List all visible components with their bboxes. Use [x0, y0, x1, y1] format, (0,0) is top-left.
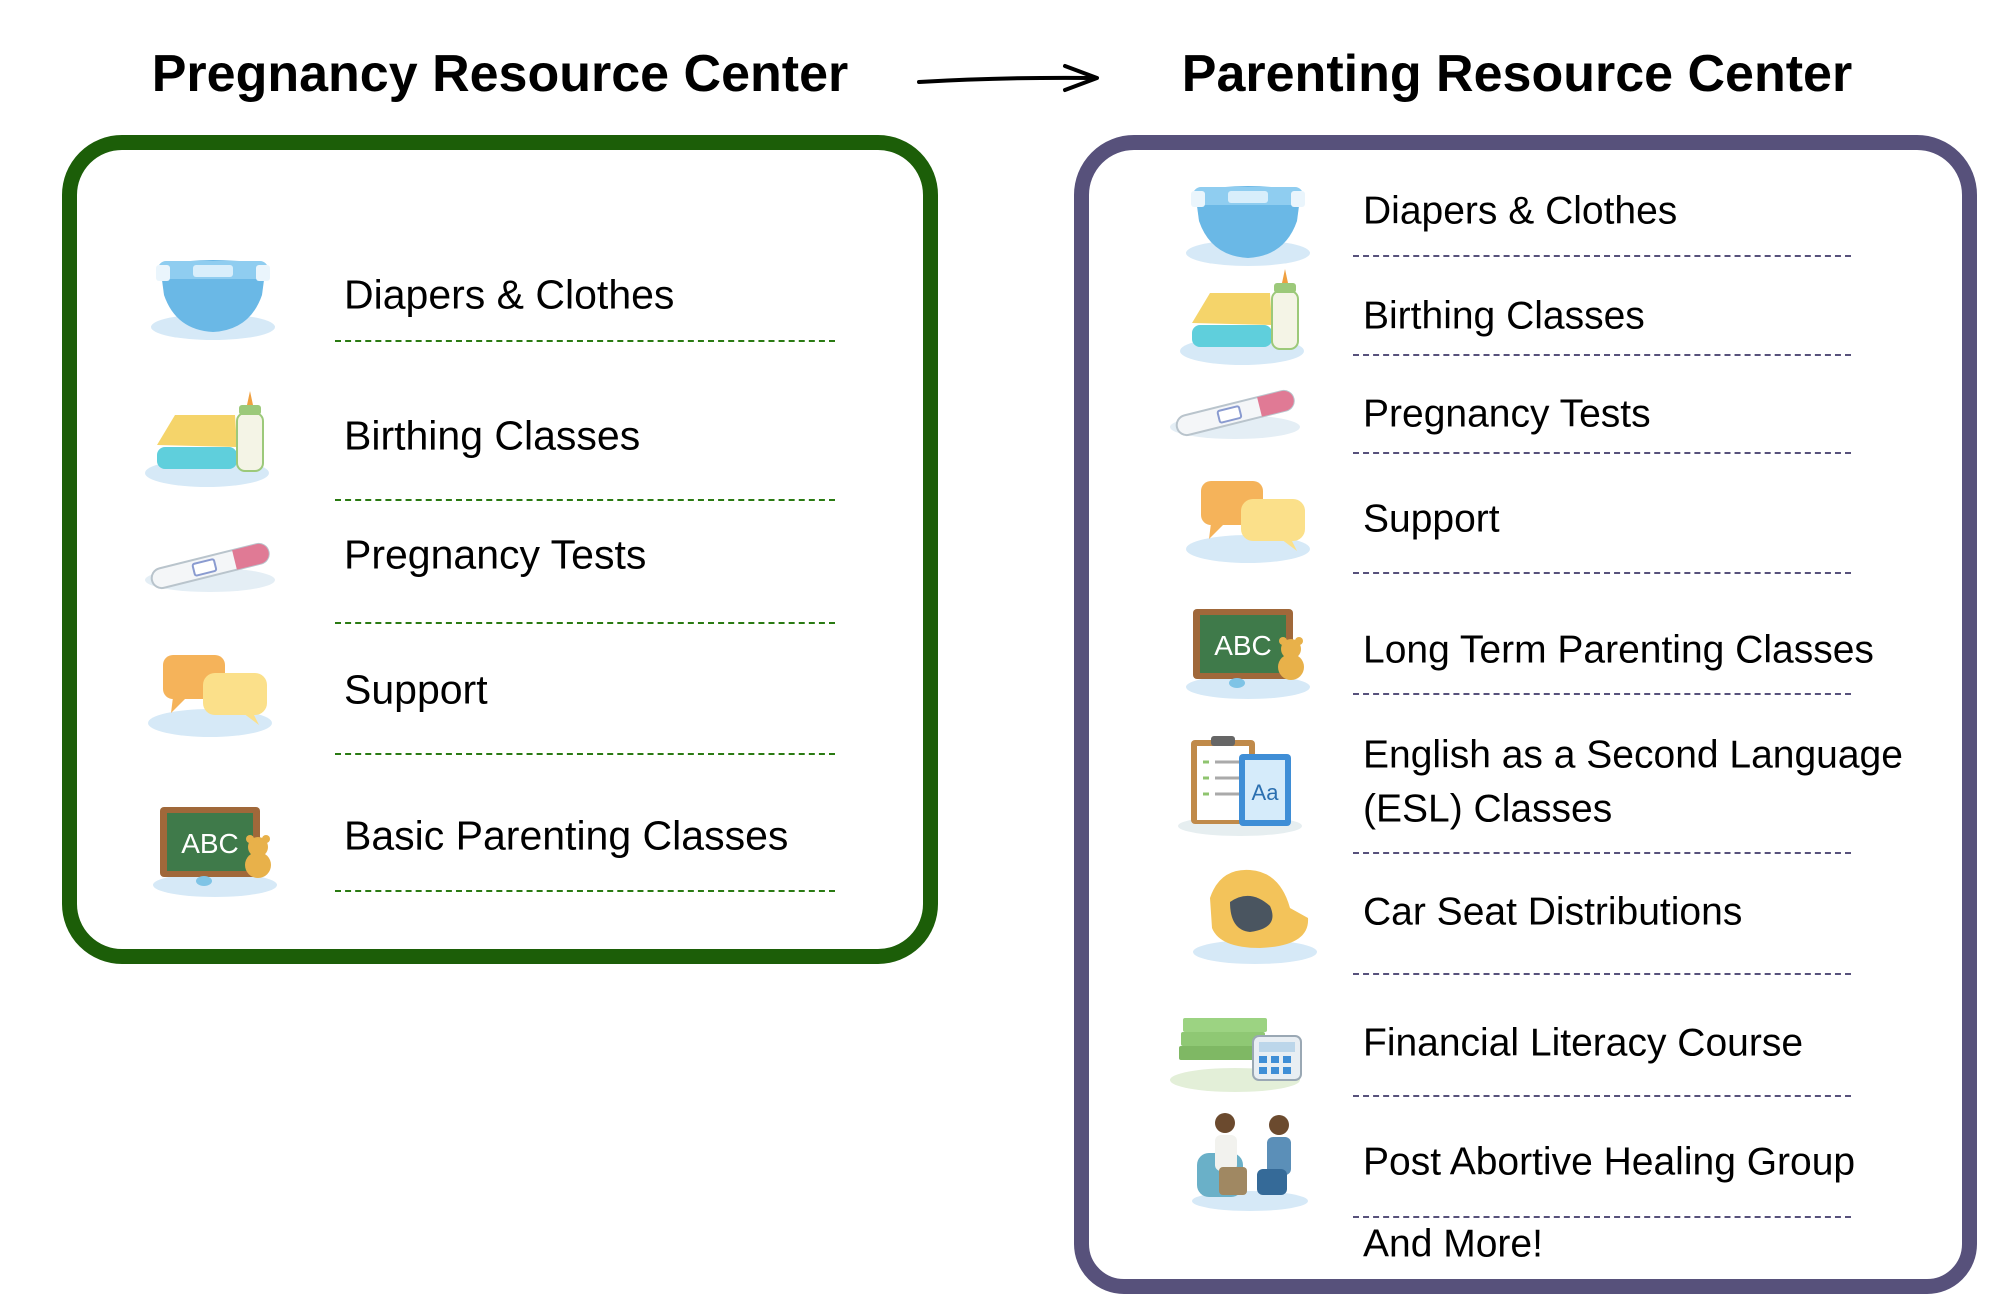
book-text: Aa: [1252, 780, 1280, 805]
divider: [1353, 1216, 1851, 1218]
pregnancy-center-title: Pregnancy Resource Center: [151, 45, 849, 103]
item-label: Post Abortive Healing Group: [1363, 1140, 1856, 1184]
divider: [1353, 973, 1851, 975]
money-calculator-icon: [1165, 990, 1315, 1100]
chalkboard-text: ABC: [181, 828, 239, 859]
item-label: Financial Literacy Course: [1363, 1021, 1804, 1065]
chalkboard-teddy-icon: ABC: [140, 793, 290, 903]
divider: [1353, 255, 1851, 257]
divider: [335, 753, 835, 755]
diaper-icon: [138, 235, 288, 345]
and-more-text: And More!: [1363, 1222, 1543, 1266]
divider: [1353, 354, 1851, 356]
item-label: Pregnancy Tests: [1363, 392, 1651, 436]
divider: [1353, 693, 1851, 695]
item-label: Pregnancy Tests: [344, 531, 647, 578]
item-label: Support: [1363, 497, 1500, 541]
divider: [335, 622, 835, 624]
item-label: Birthing Classes: [1363, 294, 1645, 338]
counseling-icon: [1175, 1100, 1325, 1220]
parenting-center-title: Parenting Resource Center: [1181, 45, 1853, 103]
chalkboard-teddy-icon: ABC: [1173, 595, 1323, 705]
speech-bubbles-icon: [1173, 463, 1323, 573]
divider: [1353, 1095, 1851, 1097]
divider: [1353, 852, 1851, 854]
item-label: Long Term Parenting Classes: [1363, 628, 1874, 672]
item-label: Car Seat Distributions: [1363, 890, 1743, 934]
item-label: Diapers & Clothes: [1363, 189, 1678, 233]
pregnancy-test-icon: [1160, 357, 1310, 467]
item-label-line2: (ESL) Classes: [1363, 787, 1613, 831]
item-label: English as a Second Language: [1363, 733, 1903, 777]
car-seat-icon: [1180, 858, 1330, 968]
blanket-bottle-icon: [135, 385, 285, 495]
diaper-icon: [1173, 161, 1323, 271]
divider: [335, 890, 835, 892]
divider: [335, 499, 835, 501]
pregnancy-test-icon: [135, 510, 285, 620]
divider: [1353, 452, 1851, 454]
item-label: Birthing Classes: [344, 412, 641, 459]
divider: [1353, 572, 1851, 574]
divider: [335, 340, 835, 342]
speech-bubbles-icon: [135, 637, 285, 747]
chalkboard-text: ABC: [1214, 630, 1272, 661]
item-label: Basic Parenting Classes: [344, 812, 789, 859]
arrow-icon: [917, 64, 1099, 92]
clipboard-book-icon: Aa: [1165, 725, 1315, 845]
item-label: Diapers & Clothes: [344, 271, 675, 318]
item-label: Support: [344, 666, 488, 713]
